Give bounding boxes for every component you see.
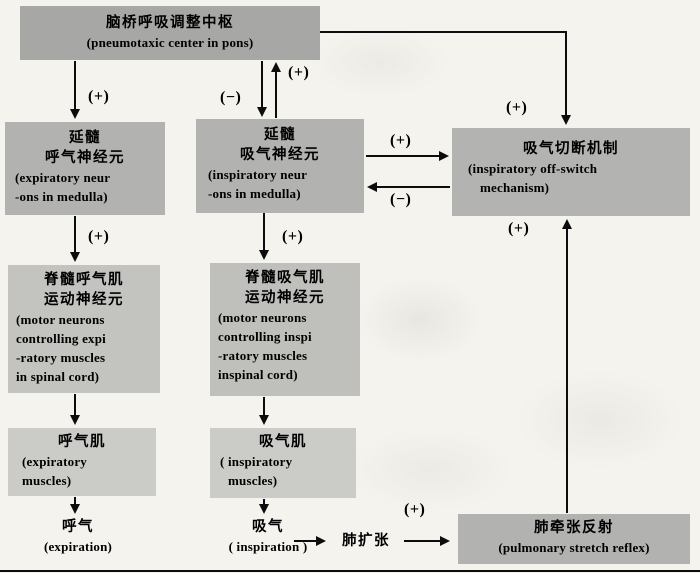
stretch-reflex-label-cn: 肺牵张反射: [534, 520, 614, 536]
terminal-expiration: 呼气 (expiration): [22, 517, 134, 556]
inspiratory-neurons-label-en1: (inspiratory neur: [208, 167, 308, 182]
inspiration-label-en: ( inspiration ): [228, 539, 308, 554]
sign-off-switch-to-insp-neurons: (−): [390, 191, 412, 208]
terminal-inspiration: 吸气 ( inspiration ): [212, 517, 324, 556]
insp-motor-label-cn2: 运动神经元: [245, 290, 325, 306]
insp-motor-label-en2: controlling inspi: [218, 329, 312, 344]
expiration-label-en: (expiration): [43, 539, 113, 554]
box-inspiratory-neurons: 延髓 吸气神经元 (inspiratory neur -ons in medul…: [196, 119, 364, 213]
exp-muscles-label-en1: (expiratory: [22, 454, 88, 469]
sign-lung-expansion-to-stretch: (+): [404, 501, 426, 518]
exp-motor-label-cn1: 脊髓呼气肌: [44, 272, 124, 288]
exp-motor-label-cn2: 运动神经元: [44, 292, 124, 308]
insp-motor-label-en3: -ratory muscles: [218, 348, 308, 363]
exp-motor-label-en1: (motor neurons: [16, 312, 105, 327]
insp-motor-label-en1: (motor neurons: [218, 310, 307, 325]
box-inspiratory-muscles: 吸气肌 ( inspiratory muscles): [210, 428, 356, 498]
expiration-label-cn: 呼气: [62, 519, 94, 535]
insp-motor-label-en4: inspinal cord): [218, 367, 298, 382]
sign-insp-neurons-to-pons: (+): [288, 64, 310, 81]
insp-muscles-label-en1: ( inspiratory: [220, 454, 293, 469]
inspiration-label-cn: 吸气: [252, 519, 284, 535]
pneumotaxic-center-label-en: (pneumotaxic center in pons): [86, 35, 254, 50]
sign-pons-to-exp-neurons: (+): [88, 88, 110, 105]
insp-muscles-label-cn: 吸气肌: [259, 434, 307, 450]
sign-pons-to-off-switch: (+): [506, 99, 528, 116]
expiratory-neurons-label-cn2: 呼气神经元: [45, 150, 125, 166]
sign-pons-to-insp-neurons: (−): [220, 89, 242, 106]
exp-motor-label-en4: in spinal cord): [16, 369, 100, 384]
sign-exp-neurons-to-exp-motor: (+): [88, 228, 110, 245]
box-expiratory-neurons: 延髓 呼气神经元 (expiratory neur -ons in medull…: [5, 122, 165, 215]
inspiratory-neurons-label-cn2: 吸气神经元: [240, 147, 320, 163]
off-switch-label-en1: (inspiratory off-switch: [468, 161, 598, 176]
exp-muscles-label-cn: 呼气肌: [58, 434, 106, 450]
sign-insp-neurons-to-insp-motor: (+): [282, 228, 304, 245]
expiratory-neurons-label-cn1: 延髓: [69, 130, 101, 146]
box-inspiratory-motor-neurons: 脊髓吸气肌 运动神经元 (motor neurons controlling i…: [210, 263, 360, 396]
inspiratory-neurons-label-en2: -ons in medulla): [208, 186, 301, 201]
expiratory-neurons-label-en2: -ons in medulla): [15, 189, 108, 204]
lung-expansion-label-cn: 肺扩张: [342, 533, 390, 549]
box-expiratory-motor-neurons: 脊髓呼气肌 运动神经元 (motor neurons controlling e…: [8, 265, 160, 393]
box-expiratory-muscles: 呼气肌 (expiratory muscles): [8, 428, 156, 496]
exp-motor-label-en3: -ratory muscles: [16, 350, 106, 365]
insp-muscles-label-en2: muscles): [228, 473, 278, 488]
terminal-lung-expansion: 肺扩张: [330, 531, 402, 551]
box-inspiratory-off-switch: 吸气切断机制 (inspiratory off-switch mechanism…: [452, 128, 690, 216]
pneumotaxic-center-label-cn: 脑桥呼吸调整中枢: [106, 15, 234, 31]
box-pulmonary-stretch-reflex: 肺牵张反射 (pulmonary stretch reflex): [458, 514, 690, 564]
arrow-pons-to-off-switch: [320, 31, 571, 125]
sign-insp-neurons-to-off-switch: (+): [390, 132, 412, 149]
stretch-reflex-label-en: (pulmonary stretch reflex): [498, 540, 650, 555]
box-pneumotaxic-center: 脑桥呼吸调整中枢 (pneumotaxic center in pons): [20, 6, 320, 60]
inspiratory-neurons-label-cn1: 延髓: [264, 127, 296, 143]
exp-motor-label-en2: controlling expi: [16, 331, 106, 346]
off-switch-label-en2: mechanism): [480, 180, 550, 195]
insp-motor-label-cn1: 脊髓吸气肌: [245, 270, 325, 286]
exp-muscles-label-en2: muscles): [22, 473, 72, 488]
sign-stretch-to-off-switch: (+): [508, 220, 530, 237]
expiratory-neurons-label-en1: (expiratory neur: [15, 170, 111, 185]
off-switch-label-cn: 吸气切断机制: [523, 141, 619, 157]
